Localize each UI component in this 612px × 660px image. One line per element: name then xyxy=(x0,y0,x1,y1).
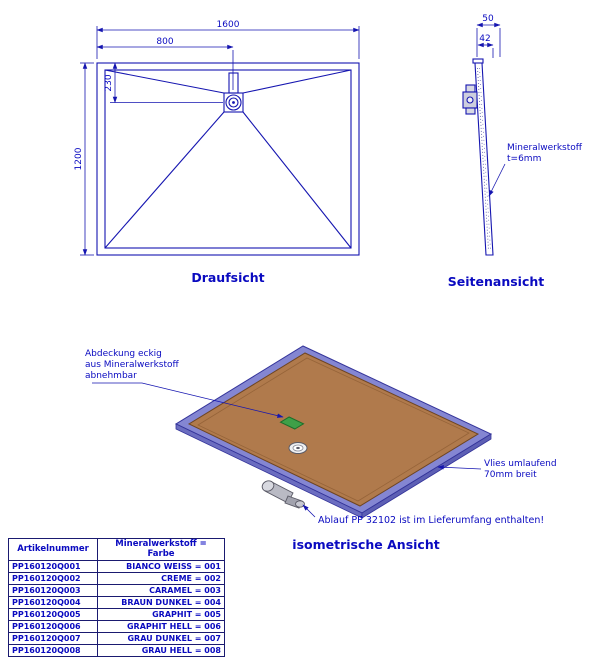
col-header-artikelnummer: Artikelnummer xyxy=(8,538,98,561)
artikelnummer-cell: PP160120Q004 xyxy=(8,596,98,609)
artikelnummer-cell: PP160120Q001 xyxy=(8,560,98,573)
table-row: PP160120Q005 GRAPHIT = 005 xyxy=(8,608,225,621)
artikelnummer-cell: PP160120Q007 xyxy=(8,632,98,645)
farbe-cell: CREME = 002 xyxy=(97,572,225,585)
table-row: PP160120Q008 GRAU HELL = 008 xyxy=(8,644,225,657)
drain-symbol xyxy=(223,72,244,113)
cover-note-line3: abnehmbar xyxy=(85,371,137,381)
vlies-note-line1: Vlies umlaufend xyxy=(484,459,557,469)
side-view-title: Seitenansicht xyxy=(448,274,544,289)
dim-50-label: 50 xyxy=(482,14,494,24)
dim-50: 50 xyxy=(476,14,501,57)
farbe-cell: BRAUN DUNKEL = 004 xyxy=(97,596,225,609)
artikel-table: Artikelnummer Mineralwerkstoff = Farbe P… xyxy=(8,538,225,657)
table-row: PP160120Q001 BIANCO WEISS = 001 xyxy=(8,560,225,573)
table-row: PP160120Q003 CARAMEL = 003 xyxy=(8,584,225,597)
dim-230-label: 230 xyxy=(104,74,114,91)
side-slab xyxy=(474,62,494,256)
table-row: PP160120Q007 GRAU DUNKEL = 007 xyxy=(8,632,225,645)
drain-note: Ablauf PP 32102 ist im Lieferumfang enth… xyxy=(302,504,544,526)
table-row: PP160120Q004 BRAUN DUNKEL = 004 xyxy=(8,596,225,609)
col-header-farbe-line2: Farbe xyxy=(147,548,175,559)
slab-texture-2 xyxy=(479,67,491,251)
material-note-line1: Mineralwerkstoff xyxy=(507,143,583,153)
dim-42: 42 xyxy=(477,34,494,58)
drain-note-leader xyxy=(302,504,316,518)
dim-1200-label: 1200 xyxy=(74,147,84,170)
dim-1600: 1600 xyxy=(96,20,360,59)
vlies-edge-right xyxy=(361,433,492,519)
table-row: PP160120Q006 GRAPHIT HELL = 006 xyxy=(8,620,225,633)
farbe-cell: CARAMEL = 003 xyxy=(97,584,225,597)
artikelnummer-cell: PP160120Q003 xyxy=(8,584,98,597)
cover-square xyxy=(279,416,305,430)
material-note: Mineralwerkstoff t=6mm xyxy=(488,143,583,197)
vlies-note-line2: 70mm breit xyxy=(484,470,537,480)
cover-note: Abdeckung eckig aus Mineralwerkstoff abn… xyxy=(85,349,284,418)
drain-note-text: Ablauf PP 32102 ist im Lieferumfang enth… xyxy=(318,515,544,526)
slab-top-cap xyxy=(472,58,484,64)
vlies-note-leader xyxy=(437,465,482,470)
dim-230: 230 xyxy=(104,62,223,104)
iso-drain xyxy=(288,442,308,454)
tray-surface xyxy=(187,352,480,507)
cover-note-line1: Abdeckung eckig xyxy=(85,349,162,359)
cover-note-line2: aus Mineralwerkstoff xyxy=(85,360,180,370)
iso-view: Abdeckung eckig aus Mineralwerkstoff abn… xyxy=(85,345,557,552)
farbe-cell: GRAU HELL = 008 xyxy=(97,644,225,657)
dim-42-label: 42 xyxy=(479,34,490,44)
table-header-row: Artikelnummer Mineralwerkstoff = Farbe xyxy=(8,538,225,561)
material-note-leader xyxy=(488,163,506,197)
tray-outline xyxy=(96,62,360,256)
top-view-title: Draufsicht xyxy=(191,270,264,285)
col-header-farbe-line1: Mineralwerkstoff = xyxy=(115,538,207,549)
slab-texture xyxy=(477,67,489,251)
artikelnummer-cell: PP160120Q002 xyxy=(8,572,98,585)
side-drain-fitting xyxy=(462,84,478,115)
slope-lines xyxy=(104,69,352,249)
col-header-farbe: Mineralwerkstoff = Farbe xyxy=(97,538,225,561)
farbe-cell: GRAU DUNKEL = 007 xyxy=(97,632,225,645)
tray-rim-line xyxy=(197,357,470,502)
vlies-note: Vlies umlaufend 70mm breit xyxy=(437,459,557,480)
artikelnummer-cell: PP160120Q008 xyxy=(8,644,98,657)
dim-1600-label: 1600 xyxy=(217,20,240,30)
farbe-cell: BIANCO WEISS = 001 xyxy=(97,560,225,573)
side-view: 50 42 Mineralwerkstoff t=6mm Seitenansic… xyxy=(448,14,583,289)
tray-inner-outline xyxy=(104,69,352,249)
iso-view-title: isometrische Ansicht xyxy=(292,537,439,552)
dim-800: 800 xyxy=(96,37,234,90)
artikel-color-table: Artikelnummer Mineralwerkstoff = Farbe P… xyxy=(8,538,225,657)
material-note-line2: t=6mm xyxy=(507,154,541,164)
farbe-cell: GRAPHIT = 005 xyxy=(97,608,225,621)
cover-note-leader xyxy=(92,382,284,418)
artikelnummer-cell: PP160120Q006 xyxy=(8,620,98,633)
iso-drain-fitting xyxy=(261,480,305,509)
dim-1200: 1200 xyxy=(74,62,94,256)
top-view: 1600 800 230 1200 Draufsicht xyxy=(74,20,360,285)
artikelnummer-cell: PP160120Q005 xyxy=(8,608,98,621)
dim-800-label: 800 xyxy=(156,37,173,47)
farbe-cell: GRAPHIT HELL = 006 xyxy=(97,620,225,633)
table-row: PP160120Q002 CREME = 002 xyxy=(8,572,225,585)
